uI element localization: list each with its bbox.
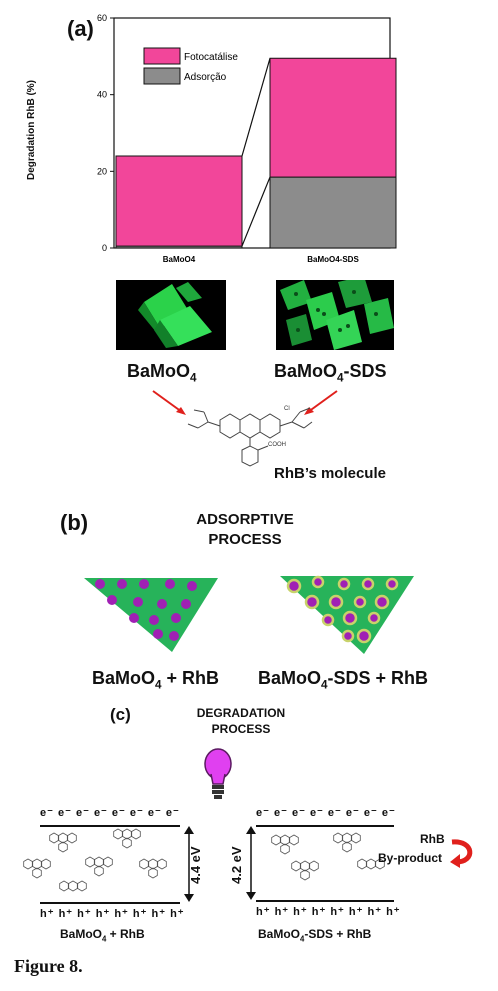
molecule-ring: [342, 841, 352, 853]
molecule-ring: [32, 867, 42, 879]
valence-band-left: [40, 902, 180, 904]
molecule-ring: [77, 880, 87, 892]
bandgap-arrow-right: [246, 826, 256, 900]
y-tick-label: 0: [102, 243, 107, 253]
molecule-ring: [139, 858, 149, 870]
molecule-ring: [375, 858, 385, 870]
molecule-ring: [68, 880, 78, 892]
rhb-molecules-left: [23, 828, 167, 892]
lightbulb-icon: [204, 748, 232, 799]
panel-c-left-caption: BaMoO4 + RhB: [60, 927, 145, 944]
panel-b-left-caption: BaMoO4 + RhB: [92, 668, 220, 692]
connector-line-top: [241, 58, 271, 157]
degradation-process-title: DEGRADATION PROCESS: [196, 706, 286, 736]
bamoo4-micrograph: [116, 280, 226, 350]
molecule-ring: [103, 856, 113, 868]
molecule-ring: [23, 858, 33, 870]
rhb-molecule-caption: RhB’s molecule: [274, 465, 386, 482]
molecule-ring: [289, 834, 299, 846]
molecule-ring: [280, 843, 290, 855]
molecule-ring: [32, 858, 42, 870]
molecule-ring: [148, 867, 158, 879]
molecule-ring: [58, 832, 68, 844]
molecule-ring: [342, 832, 352, 844]
y-tick-label: 60: [97, 13, 107, 23]
molecule-ring: [271, 834, 281, 846]
red-arrow-right: [304, 390, 338, 415]
molecule-ring: [366, 858, 376, 870]
molecule-ring: [300, 869, 310, 881]
red-arrow-left: [152, 390, 186, 415]
molecule-ring: [49, 832, 59, 844]
bar-bamoo4-sds-fotocatlise: [269, 57, 397, 178]
electrons-right: e⁻ e⁻ e⁻ e⁻ e⁻ e⁻ e⁻ e⁻: [256, 807, 396, 819]
bamoo4-sds-label: BaMoO4-SDS: [274, 361, 387, 385]
rhb-cycle-label: RhB: [420, 832, 445, 846]
y-tick-label: 20: [97, 166, 107, 176]
panel-c-label: (c): [110, 705, 131, 724]
molecule-ring: [333, 832, 343, 844]
molecule-ring: [148, 858, 158, 870]
bamoo4-adsorption-triangle: [84, 578, 218, 652]
holes-right: h⁺ h⁺ h⁺ h⁺ h⁺ h⁺ h⁺ h⁺: [256, 906, 401, 918]
panel-c-right-caption: BaMoO4-SDS + RhB: [258, 927, 372, 944]
molecule-ring: [41, 858, 51, 870]
molecule-ring: [157, 858, 167, 870]
bamoo4-label: BaMoO4: [127, 361, 197, 385]
legend-swatch: [143, 67, 181, 85]
molecule-ring: [357, 858, 367, 870]
molecule-ring: [300, 860, 310, 872]
legend-label: Fotocatálise: [184, 52, 238, 63]
molecule-ring: [113, 828, 123, 840]
bamoo4-sds-adsorption-triangle: [280, 575, 414, 654]
conduction-band-left: [40, 825, 180, 827]
y-axis-label: Degradation RhB (%): [26, 80, 37, 180]
molecule-ring: [122, 837, 132, 849]
molecule-ring: [131, 828, 141, 840]
x-tick-label: BaMoO4: [163, 255, 196, 264]
byproduct-cycle-label: By-product: [378, 851, 442, 865]
adsorptive-process-title: ADSORPTIVE PROCESS: [196, 511, 294, 548]
molecule-ring: [94, 865, 104, 877]
panel-b-right-caption: BaMoO4-SDS + RhB: [258, 668, 429, 692]
molecule-ring: [94, 856, 104, 868]
bar-bamoo4-sds-adsoro: [269, 176, 397, 249]
molecule-ring: [351, 832, 361, 844]
molecule-ring: [85, 856, 95, 868]
conduction-band-right: [256, 825, 394, 827]
molecule-ring: [291, 860, 301, 872]
carboxyl-group: COOH: [268, 442, 286, 448]
legend-label: Adsorção: [184, 72, 227, 83]
molecule-ring: [309, 860, 319, 872]
rhb-molecule-structure: Cl COOH: [187, 406, 313, 467]
holes-left: h⁺ h⁺ h⁺ h⁺ h⁺ h⁺ h⁺ h⁺: [40, 908, 185, 920]
bandgap-label-right: 4.2 eV: [229, 846, 244, 884]
molecule-ring: [59, 880, 69, 892]
chloride-atom: Cl: [284, 406, 290, 412]
rhb-molecules-right: [271, 832, 385, 881]
x-tick-label: BaMoO4-SDS: [307, 255, 359, 264]
connector-line-adsorption: [241, 176, 271, 247]
figure-caption: Figure 8.: [14, 956, 83, 976]
panel-b-label: (b): [60, 510, 89, 535]
molecule-ring: [67, 832, 77, 844]
valence-band-right: [256, 900, 394, 902]
molecule-ring: [280, 834, 290, 846]
molecule-ring: [122, 828, 132, 840]
conversion-arrow-icon: [450, 839, 473, 868]
molecule-ring: [58, 841, 68, 853]
bandgap-label-left: 4.4 eV: [188, 846, 203, 884]
legend-swatch: [143, 47, 181, 65]
bandgap-arrow-left: [184, 826, 194, 902]
bar-bamoo4-fotocatlise: [115, 155, 243, 247]
panel-a-label: (a): [67, 16, 94, 41]
electrons-left: e⁻ e⁻ e⁻ e⁻ e⁻ e⁻ e⁻ e⁻: [40, 807, 180, 819]
y-tick-label: 40: [97, 90, 107, 100]
bamoo4-sds-micrograph: [276, 280, 394, 350]
